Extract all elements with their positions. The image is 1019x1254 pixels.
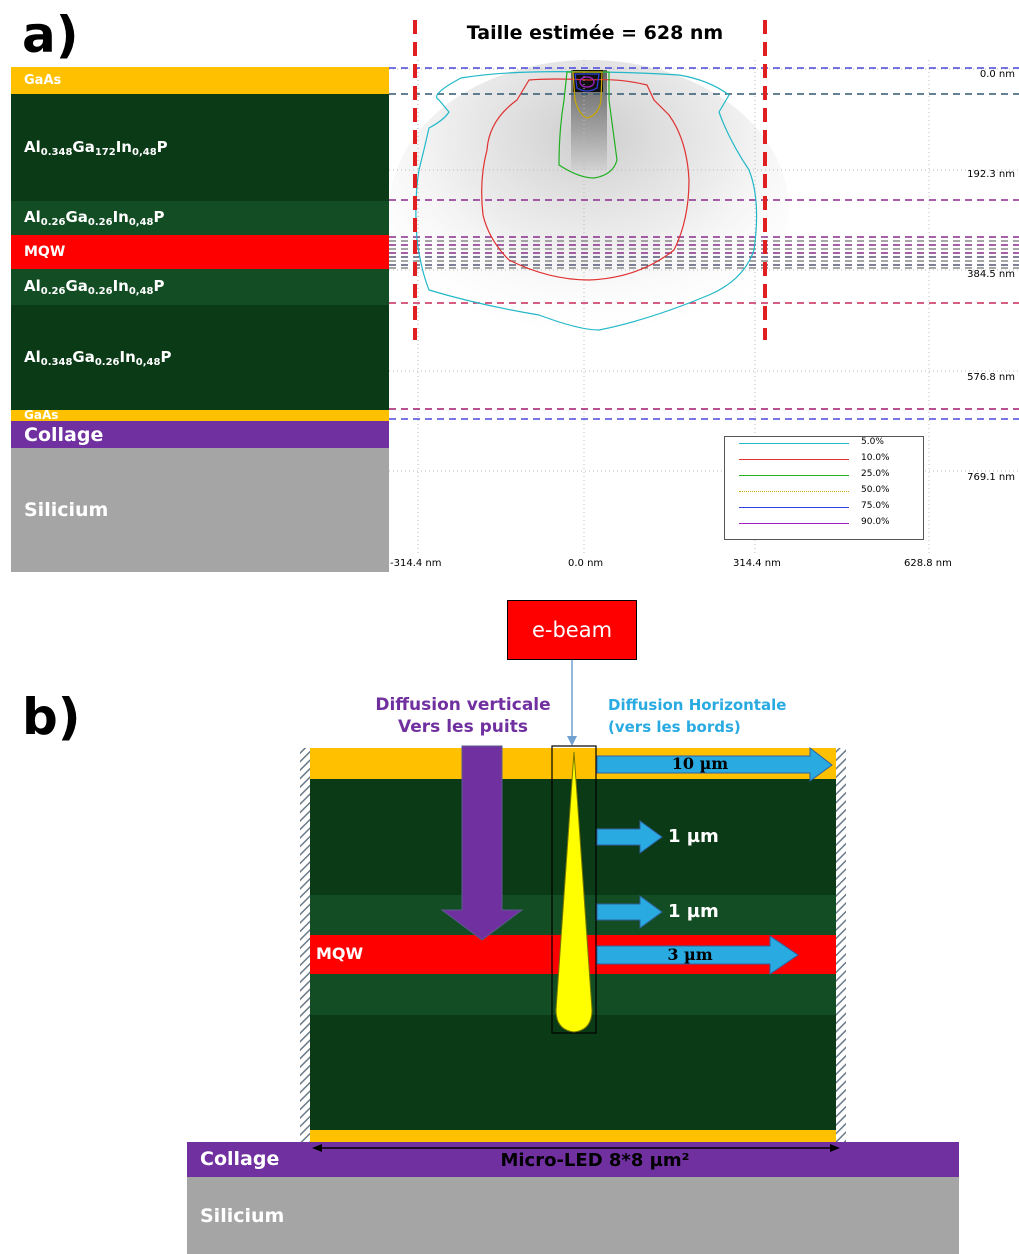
y-label-0: 0.0 nm (979, 69, 1015, 80)
ebeam-box: e-beam (507, 600, 637, 660)
x-label-0: -314.4 nm (390, 558, 442, 569)
vertical-diffusion-arrow (440, 745, 524, 941)
arrow-label-10um: 10 µm (671, 754, 729, 773)
layer-label: Silicium (24, 499, 109, 521)
arrow-label-1um-a: 1 µm (668, 826, 719, 847)
b-layer-silicium (187, 1177, 959, 1254)
arrow-1um-a (596, 820, 663, 854)
dimension-arrow-left (312, 1144, 322, 1152)
contour-10 (481, 78, 690, 281)
layer-collage: Collage (11, 421, 389, 448)
layer-algainp-1: Al0.348Ga172In0,48P (11, 94, 389, 201)
b-mqw-label: MQW (316, 944, 364, 963)
legend-item: 5.0% (739, 437, 919, 451)
contour-5 (415, 71, 758, 331)
horizontal-diffusion-subtitle: (vers les bords) (608, 718, 741, 736)
contour-50 (572, 71, 603, 119)
contour-75 (574, 73, 600, 92)
layer-label: Collage (24, 423, 104, 446)
electron-core-dark (573, 70, 603, 92)
b-collage-label: Collage (200, 1148, 280, 1170)
legend-item: 90.0% (739, 517, 919, 531)
ebeam-label: e-beam (531, 618, 613, 642)
ebeam-arrowhead (567, 736, 577, 746)
legend-item: 75.0% (739, 501, 919, 515)
vertical-diffusion-text: Diffusion verticale Vers les puits (348, 694, 578, 738)
layer-mqw: MQW (11, 235, 389, 269)
layer-label: GaAs (24, 73, 62, 88)
contour-90 (579, 76, 595, 88)
y-label-2: 384.5 nm (967, 269, 1015, 280)
layer-gaas-top: GaAs (11, 67, 389, 94)
vertical-diffusion-subtitle: Vers les puits (398, 717, 528, 737)
arrow-1um-b (596, 895, 663, 929)
layer-label: Al0.26Ga0.26In0,48P (24, 277, 165, 297)
legend-item: 50.0% (739, 485, 919, 499)
interaction-box (551, 745, 597, 1034)
arrow-3um (596, 935, 799, 975)
horizontal-diffusion-text: Diffusion Horizontale (vers les bords) (608, 694, 838, 738)
contour-legend: 5.0% 10.0% 25.0% 50.0% 75.0% 90.0% (724, 436, 924, 540)
interface-lines (389, 67, 1019, 420)
sidewall-right (836, 748, 846, 1142)
layer-silicium: Silicium (11, 448, 389, 572)
sidewall-left (300, 748, 310, 1142)
arrow-label-1um-b: 1 µm (668, 901, 719, 922)
y-label-1: 192.3 nm (967, 169, 1015, 180)
estimated-size-text: Taille estimée = 628 nm (466, 22, 724, 44)
legend-item: 10.0% (739, 453, 919, 467)
b-silicium-label: Silicium (200, 1205, 285, 1227)
layer-label: Al0.348Ga172In0,48P (24, 137, 168, 158)
horizontal-diffusion-title: Diffusion Horizontale (608, 696, 787, 714)
electron-drop (555, 751, 593, 1033)
layer-algainp-3: Al0.26Ga0.26In0,48P (11, 269, 389, 305)
layer-algainp-4: Al0.348Ga0.26In0,48P (11, 305, 389, 410)
layer-algainp-2: Al0.26Ga0.26In0,48P (11, 201, 389, 235)
device-size-label: Micro-LED 8*8 µm² (500, 1150, 690, 1171)
y-label-3: 576.8 nm (967, 372, 1015, 383)
micro-led-diagram (187, 660, 959, 1254)
arrow-label-3um: 3 µm (667, 945, 713, 964)
panel-a-label: a) (22, 6, 79, 64)
layer-label: GaAs (24, 408, 59, 422)
layer-label: MQW (24, 244, 66, 260)
vertical-diffusion-title: Diffusion verticale (375, 695, 551, 715)
legend-item: 25.0% (739, 469, 919, 483)
layer-label: Al0.26Ga0.26In0,48P (24, 208, 165, 228)
layer-label: Al0.348Ga0.26In0,48P (24, 347, 172, 368)
electron-distribution-haze (389, 60, 789, 360)
panel-b-label: b) (22, 688, 81, 746)
b-layer-gaas-bottom (310, 1130, 836, 1142)
layer-gaas-bottom: GaAs (11, 408, 389, 422)
y-label-4: 769.1 nm (967, 472, 1015, 483)
x-label-1: 0.0 nm (568, 558, 604, 569)
dimension-arrow-right (830, 1144, 840, 1152)
arrow-10um (596, 746, 833, 782)
monte-carlo-plot (389, 20, 1019, 555)
x-label-2: 314.4 nm (733, 558, 781, 569)
b-layer-algainp-4 (310, 1015, 836, 1130)
x-label-3: 628.8 nm (904, 558, 952, 569)
contour-25 (558, 71, 618, 179)
size-markers (413, 20, 767, 340)
